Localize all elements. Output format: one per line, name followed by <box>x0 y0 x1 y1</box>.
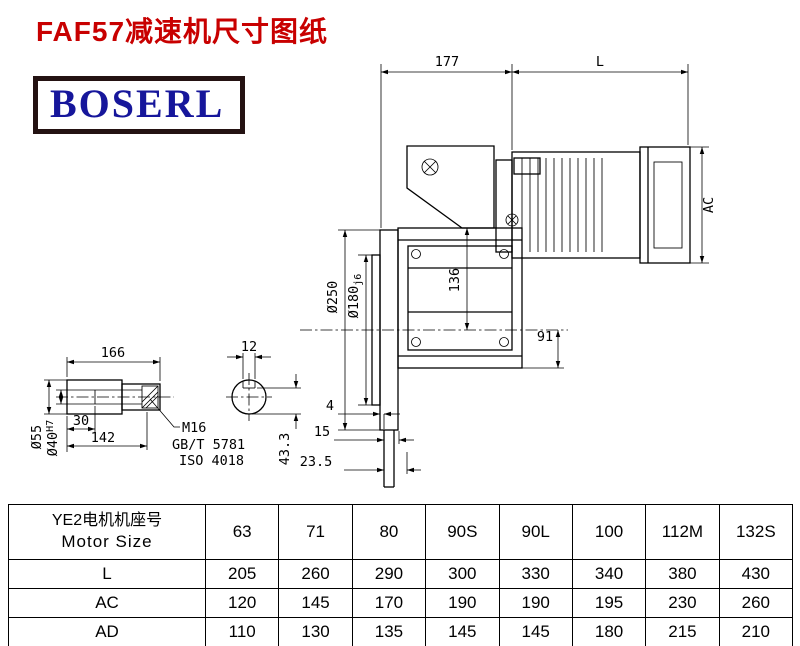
size-100: 100 <box>571 504 647 560</box>
brand-logo: BOSERL <box>50 81 225 126</box>
table-cell: 380 <box>645 559 720 589</box>
note-thread: M16 <box>182 420 206 436</box>
table-cell: 260 <box>718 588 794 618</box>
page-title: FAF57减速机尺寸图纸 <box>36 16 329 47</box>
note-gb-standard: GB/T 5781 <box>172 437 245 453</box>
table-cell: 145 <box>278 588 353 618</box>
table-cell: 205 <box>204 559 280 589</box>
motor-size-header-cell: YE2电机机座号 Motor Size <box>8 504 206 560</box>
table-cell: 340 <box>571 559 647 589</box>
dim-sleeve-dia: Ø55 <box>29 425 45 449</box>
table-cell: 330 <box>498 559 573 589</box>
table-cell: 170 <box>351 588 427 618</box>
dim-30: 30 <box>73 413 89 429</box>
keyway-hatch <box>141 385 159 409</box>
table-cell: 190 <box>425 588 500 618</box>
motor-fins <box>521 158 603 252</box>
dim-L: L <box>596 54 604 70</box>
main-dimensions: 177 L AC Ø250 Ø180j6 136 91 <box>300 54 717 474</box>
table-cell: 430 <box>718 559 794 589</box>
dim-142: 142 <box>91 430 115 446</box>
dim-bore-dia: Ø40H7 <box>45 420 61 456</box>
size-132S: 132S <box>718 504 794 560</box>
table-cell: 135 <box>351 617 427 646</box>
dim-43-3: 43.3 <box>277 433 293 466</box>
gearbox-outline <box>371 145 691 488</box>
table-cell: 130 <box>278 617 353 646</box>
table-row-AC: AC 120 145 170 190 190 195 230 260 <box>8 588 794 618</box>
table-cell: 230 <box>645 588 720 618</box>
table-cell: 290 <box>351 559 427 589</box>
table-cell: 145 <box>498 617 573 646</box>
dim-177: 177 <box>435 54 459 70</box>
dim-136: 136 <box>447 268 463 292</box>
size-71: 71 <box>278 504 353 560</box>
table-cell: 180 <box>571 617 647 646</box>
dim-15: 15 <box>314 424 330 440</box>
dim-91: 91 <box>537 329 553 345</box>
dim-12: 12 <box>241 339 257 355</box>
table-cell: 145 <box>425 617 500 646</box>
size-90L: 90L <box>498 504 573 560</box>
dim-AC: AC <box>701 197 717 213</box>
motor-size-table: YE2电机机座号 Motor Size 63 71 80 90S 90L 100… <box>8 504 794 646</box>
table-row-AD: AD 110 130 135 145 145 180 215 210 <box>8 617 794 646</box>
row-label-AD: AD <box>8 617 206 646</box>
bolt-symbols <box>411 158 519 347</box>
brand-logo-box: BOSERL <box>33 76 246 134</box>
table-row-L: L 205 260 290 300 330 340 380 430 <box>8 559 794 589</box>
dim-23-5: 23.5 <box>300 454 333 470</box>
table-cell: 195 <box>571 588 647 618</box>
size-80: 80 <box>351 504 427 560</box>
size-63: 63 <box>204 504 280 560</box>
row-label-AC: AC <box>8 588 206 618</box>
dim-flange-dia: Ø250 <box>325 281 341 314</box>
row-label-L: L <box>8 559 206 589</box>
motor-size-label-cn: YE2电机机座号 <box>51 511 163 529</box>
dim-166: 166 <box>101 345 125 361</box>
size-90S: 90S <box>425 504 500 560</box>
table-cell: 300 <box>425 559 500 589</box>
size-112M: 112M <box>645 504 720 560</box>
note-iso-standard: ISO 4018 <box>179 453 244 469</box>
table-header-row: YE2电机机座号 Motor Size 63 71 80 90S 90L 100… <box>8 504 794 560</box>
table-cell: 120 <box>204 588 280 618</box>
table-cell: 260 <box>278 559 353 589</box>
table-cell: 190 <box>498 588 573 618</box>
shaft-dimensions: 166 30 142 Ø55 Ø40H7 12 <box>29 339 301 469</box>
table-cell: 210 <box>718 617 794 646</box>
dim-spigot-dia: Ø180j6 <box>346 274 364 319</box>
motor-size-label-en: Motor Size <box>61 532 153 552</box>
table-cell: 215 <box>645 617 720 646</box>
table-cell: 110 <box>204 617 280 646</box>
dim-4: 4 <box>326 398 334 414</box>
